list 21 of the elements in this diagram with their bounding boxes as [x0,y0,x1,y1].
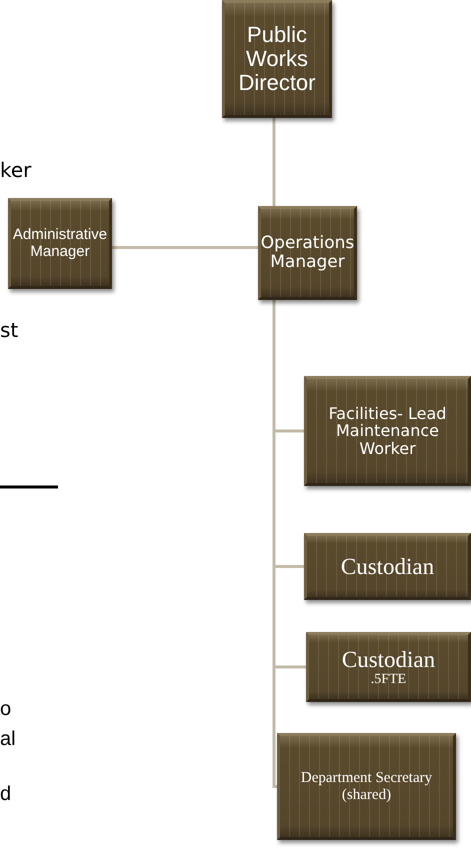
position-title: Custodian [340,554,434,580]
connector-line [112,246,258,249]
position-box [8,198,112,289]
position-box [306,632,471,702]
position-box [258,206,357,300]
position-box [304,533,471,600]
position-box [304,376,471,486]
position-title: Custodian [342,646,436,672]
position-title: Operations Manager [260,234,354,272]
position-box [222,0,332,118]
position-title: Department Secretary (shared) [300,770,434,803]
position-title: Public Works Director [237,22,316,96]
text-fragment: st [0,318,18,342]
text-fragment: o [0,698,12,721]
position-title: Facilities- Lead Maintenance Worker [328,404,448,458]
position-title: Administrative Manager [12,227,108,260]
position-note: .5FTE [370,672,406,688]
position-box [277,733,456,840]
text-fragment: ker [0,158,32,182]
text-fragment: al [0,728,16,751]
text-fragment: d [0,783,12,806]
